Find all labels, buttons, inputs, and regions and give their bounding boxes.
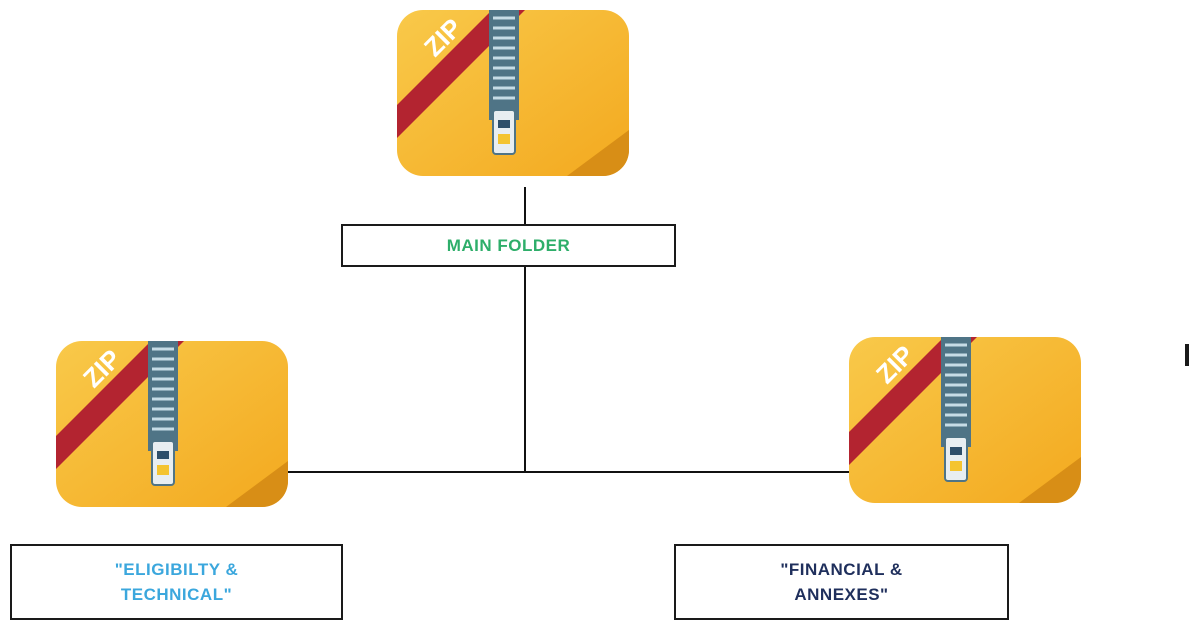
edge-mark [1185,344,1189,366]
financial-annexes-label-line2: ANNEXES" [794,585,889,604]
main-folder-zip-icon: ZIP [397,10,629,176]
connector-main-trunk [524,266,526,472]
main-folder-label: MAIN FOLDER [341,224,676,267]
zip-archive-icon: ZIP [397,10,629,176]
eligibility-technical-label: "ELIGIBILTY & TECHNICAL" [10,544,343,620]
connector-horizontal-branch [286,471,850,473]
zip-archive-icon: ZIP [849,337,1081,503]
main-folder-label-text: MAIN FOLDER [446,236,571,255]
zip-archive-icon: ZIP [56,341,288,507]
financial-annexes-zip-icon: ZIP [849,337,1081,503]
eligibility-technical-label-line2: TECHNICAL" [120,585,233,604]
financial-annexes-label-line1: "FINANCIAL & [780,560,903,579]
eligibility-technical-zip-icon: ZIP [56,341,288,507]
financial-annexes-label: "FINANCIAL & ANNEXES" [674,544,1009,620]
eligibility-technical-label-line1: "ELIGIBILTY & [114,560,239,579]
connector-icon-to-main-label [524,187,526,225]
